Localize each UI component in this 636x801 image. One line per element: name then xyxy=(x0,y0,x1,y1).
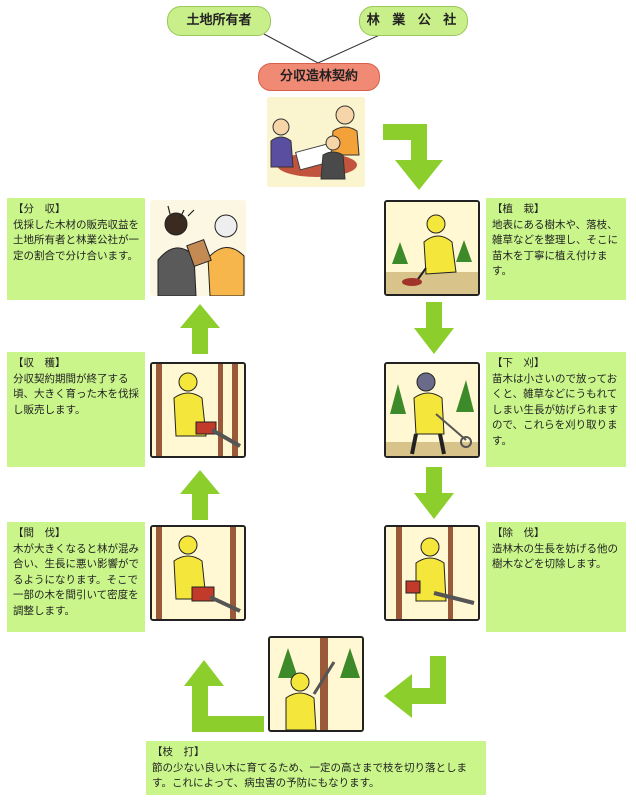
handshake-illustration xyxy=(267,97,365,187)
harvest-title: 【収 穫】 xyxy=(13,357,66,369)
pruning-description: 【枝 打】 節の少ない良い木に育てるため、一定の高さまで枝を切り落とします。これ… xyxy=(146,741,486,795)
contract-label: 分収造林契約 xyxy=(258,63,380,91)
cleaning-title: 【除 伐】 xyxy=(492,527,545,539)
planting-description: 【植 栽】 地表にある樹木や、落枝、雑草などを整理し、そこに苗木を丁寧に植え付け… xyxy=(486,198,626,300)
arrow-weeding-to-cleaning xyxy=(414,467,454,519)
weeding-illustration xyxy=(384,362,480,458)
arrow-harvest-to-share xyxy=(180,304,220,354)
weeding-title: 【下 刈】 xyxy=(492,357,545,369)
forestry-corp-label: 林 業 公 社 xyxy=(359,6,468,36)
cleaning-text: 造林木の生長を妨げる他の樹木などを切除します。 xyxy=(492,542,618,571)
weeding-description: 【下 刈】 苗木は小さいので放っておくと、雑草などにうもれてしまい生長が妨げられ… xyxy=(486,352,626,467)
pruning-text: 節の少ない良い木に育てるため、一定の高さまで枝を切り落とします。これによって、病… xyxy=(152,761,467,790)
harvest-text: 分収契約期間が終了する頃、大きく育った木を伐採し販売します。 xyxy=(13,372,139,416)
pruning-title: 【枝 打】 xyxy=(152,746,205,758)
arrow-planting-to-weeding xyxy=(414,302,454,354)
arrow-cleaning-to-pruning xyxy=(384,656,450,718)
cleaning-description: 【除 伐】 造林木の生長を妨げる他の樹木などを切除します。 xyxy=(486,522,626,632)
pruning-illustration xyxy=(268,636,364,732)
share-title: 【分 収】 xyxy=(13,203,66,215)
share-text: 伐採した木材の販売収益を土地所有者と林業公社が一定の割合で分け合います。 xyxy=(13,218,139,262)
share-description: 【分 収】 伐採した木材の販売収益を土地所有者と林業公社が一定の割合で分け合いま… xyxy=(7,198,145,300)
planting-text: 地表にある樹木や、落枝、雑草などを整理し、そこに苗木を丁寧に植え付けます。 xyxy=(492,218,618,278)
thinning-text: 木が大きくなると林が混み合い、生長に悪い影響がでるようになります。そこで一部の木… xyxy=(13,542,139,617)
weeding-text: 苗木は小さいので放っておくと、雑草などにうもれてしまい生長が妨げられますので、こ… xyxy=(492,372,618,447)
arrow-thinning-to-harvest xyxy=(180,470,220,520)
harvest-illustration xyxy=(150,362,246,458)
revenue-share-illustration xyxy=(150,200,246,296)
thinning-title: 【間 伐】 xyxy=(13,527,66,539)
planting-illustration xyxy=(384,200,480,296)
arrow-contract-to-planting xyxy=(383,124,449,192)
thinning-description: 【間 伐】 木が大きくなると林が混み合い、生長に悪い影響がでるようになります。そ… xyxy=(7,522,145,632)
cleaning-illustration xyxy=(384,525,480,621)
harvest-description: 【収 穫】 分収契約期間が終了する頃、大きく育った木を伐採し販売します。 xyxy=(7,352,145,467)
planting-title: 【植 栽】 xyxy=(492,203,545,215)
arrow-pruning-to-thinning xyxy=(184,660,264,732)
land-owner-label: 土地所有者 xyxy=(167,6,271,36)
thinning-illustration xyxy=(150,525,246,621)
